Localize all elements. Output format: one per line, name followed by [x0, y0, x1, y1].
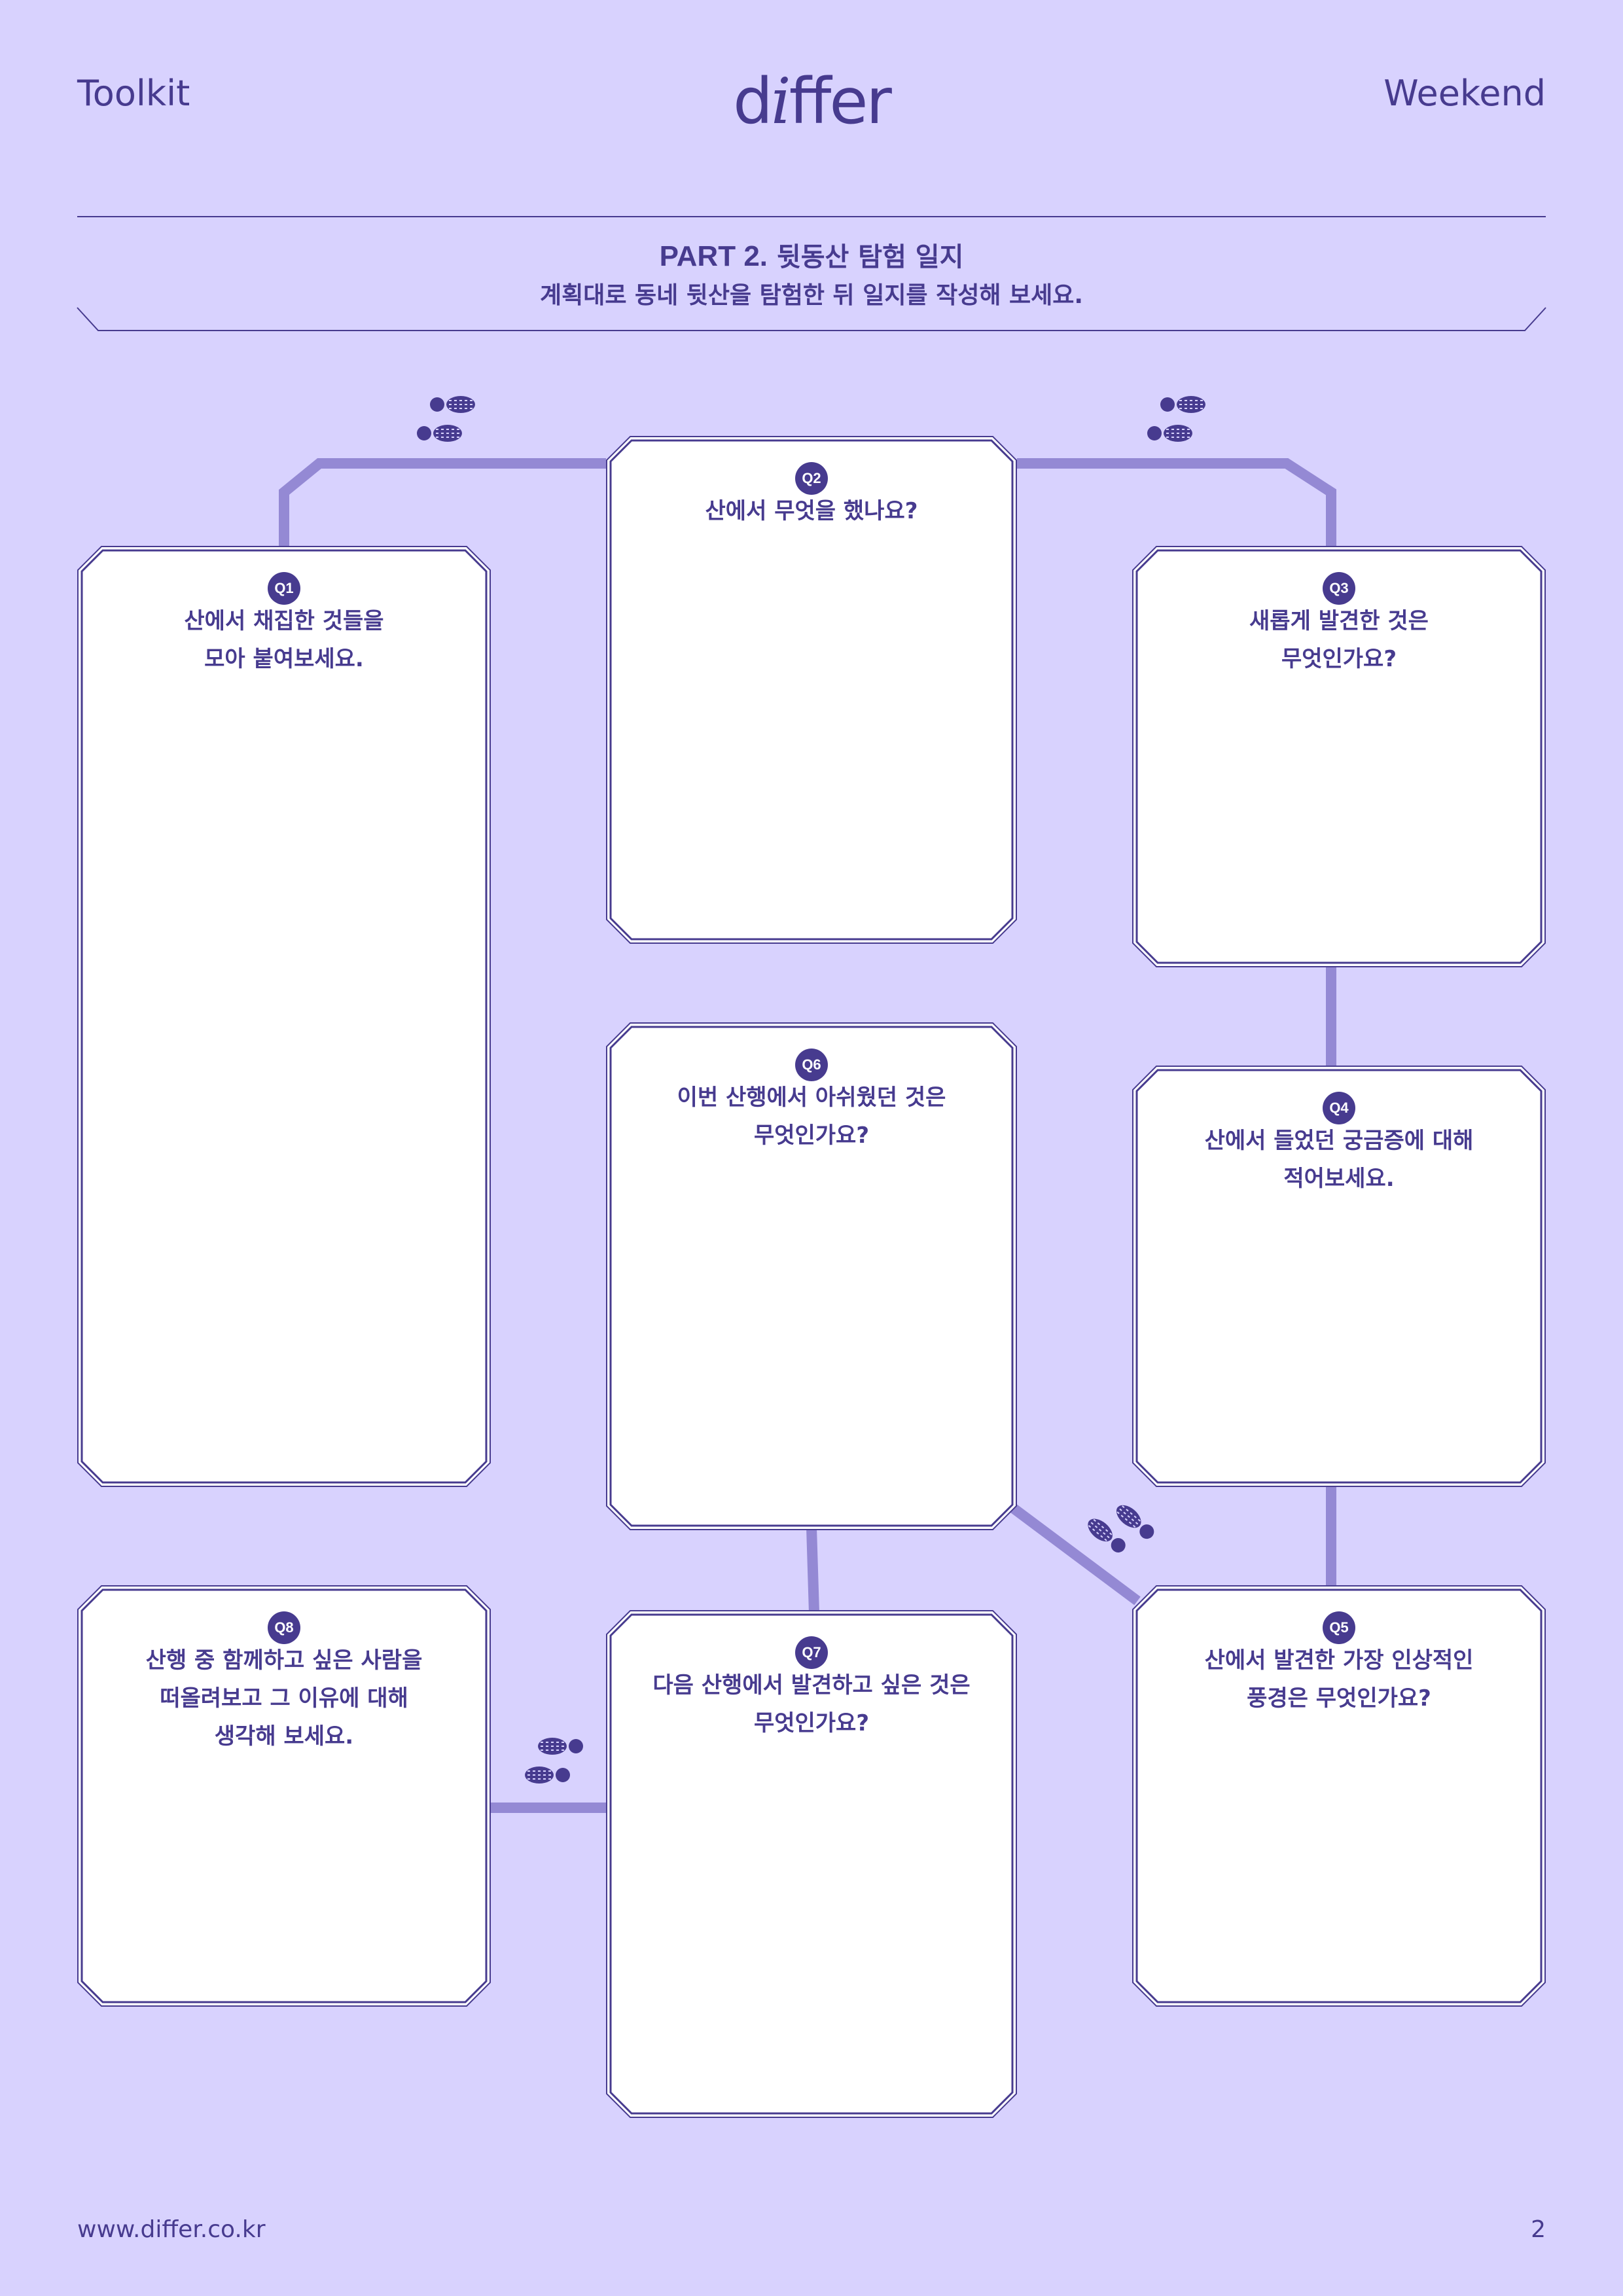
shoe-print	[417, 425, 462, 442]
shoe-print	[525, 1767, 570, 1784]
question-card-q7[interactable]: Q7 다음 산행에서 발견하고 싶은 것은 무엇인가요?	[606, 1610, 1017, 2118]
header-rule	[77, 216, 1546, 217]
question-badge-q6: Q6	[795, 1049, 828, 1081]
shoe-print	[1147, 425, 1192, 442]
question-badge-q3: Q3	[1323, 572, 1355, 605]
title-banner-frame	[77, 307, 1546, 331]
question-text-q7: 다음 산행에서 발견하고 싶은 것은 무엇인가요?	[652, 1672, 971, 1736]
question-badge-q4: Q4	[1323, 1092, 1355, 1124]
differ-logo: differ	[0, 65, 1623, 137]
footprints-icon	[1147, 396, 1205, 442]
question-badge-q7: Q7	[795, 1636, 828, 1669]
shoe-print	[1087, 1518, 1126, 1552]
part-title: 뒷동산 탐험 일지	[776, 242, 964, 272]
question-card-q4[interactable]: Q4 산에서 들었던 궁금증에 대해 적어보세요.	[1132, 1066, 1546, 1487]
shoe-print	[1115, 1504, 1154, 1539]
footer-url[interactable]: www.differ.co.kr	[77, 2216, 266, 2243]
question-text-q5: 산에서 발견한 가장 인상적인 풍경은 무엇인가요?	[1204, 1647, 1474, 1712]
question-text-q8: 산행 중 함께하고 싶은 사람을 떠올려보고 그 이유에 대해 생각해 보세요.	[145, 1647, 423, 1749]
question-badge-q8: Q8	[268, 1611, 300, 1644]
shoe-print	[430, 396, 475, 413]
shoe-print	[1160, 396, 1205, 413]
part-label: PART 2.	[659, 240, 768, 272]
question-card-q1[interactable]: Q1 산에서 채집한 것들을 모아 붙여보세요.	[77, 546, 491, 1487]
question-text-q6: 이번 산행에서 아쉬웠던 것은 무엇인가요?	[677, 1085, 946, 1149]
page-number: 2	[1531, 2216, 1546, 2243]
header-right-label: Weekend	[1383, 73, 1546, 114]
footprints-icon	[525, 1738, 583, 1784]
question-card-q3[interactable]: Q3 새롭게 발견한 것은 무엇인가요?	[1132, 546, 1546, 967]
question-text-q2: 산에서 무엇을 했나요?	[705, 498, 918, 524]
logo-part-ffer: ffer	[789, 65, 892, 138]
question-text-q3: 새롭게 발견한 것은 무엇인가요?	[1249, 608, 1429, 672]
question-card-q6[interactable]: Q6 이번 산행에서 아쉬웠던 것은 무엇인가요?	[606, 1022, 1017, 1530]
question-card-q8[interactable]: Q8 산행 중 함께하고 싶은 사람을 떠올려보고 그 이유에 대해 생각해 보…	[77, 1585, 491, 2007]
logo-part-d: d	[733, 65, 773, 138]
question-badge-q2: Q2	[795, 462, 828, 495]
question-text-q4: 산에서 들었던 궁금증에 대해 적어보세요.	[1204, 1128, 1474, 1192]
trail-q1-q2	[279, 458, 606, 551]
trail-q6-q5	[1010, 1503, 1141, 1605]
trail-q6-q7	[806, 1527, 819, 1613]
logo-part-i: i	[771, 65, 791, 138]
footprints-icon	[1087, 1504, 1154, 1552]
question-badge-q5: Q5	[1323, 1611, 1355, 1644]
trail-q2-q3	[1017, 458, 1336, 548]
shoe-print	[538, 1738, 583, 1755]
question-text-q1: 산에서 채집한 것들을 모아 붙여보세요.	[184, 608, 384, 672]
footprints-icon	[417, 396, 475, 442]
question-card-q5[interactable]: Q5 산에서 발견한 가장 인상적인 풍경은 무엇인가요?	[1132, 1585, 1546, 2007]
header-left-label: Toolkit	[77, 73, 190, 114]
question-card-q2[interactable]: Q2 산에서 무엇을 했나요?	[606, 436, 1017, 944]
page-title: PART 2. 뒷동산 탐험 일지	[0, 237, 1623, 277]
page-instruction: 계획대로 동네 뒷산을 탐험한 뒤 일지를 작성해 보세요.	[539, 282, 1084, 309]
question-badge-q1: Q1	[268, 572, 300, 605]
